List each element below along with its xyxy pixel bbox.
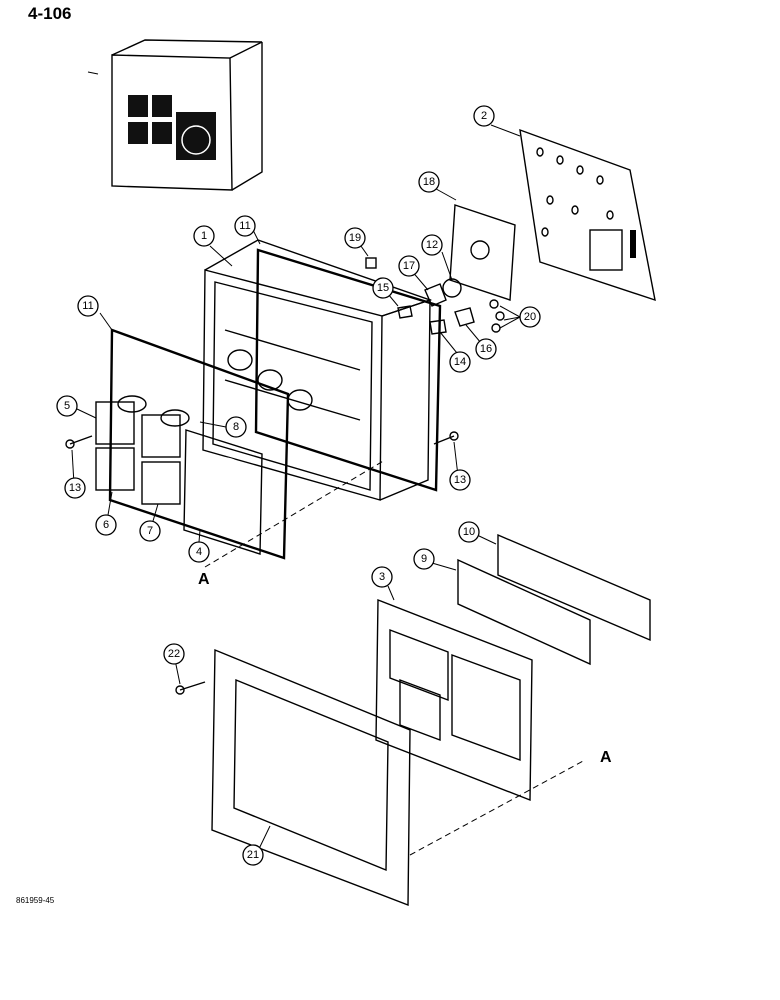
back-panel: [519, 128, 656, 302]
lens-strip: [497, 533, 651, 642]
callout-6: 6: [95, 514, 117, 536]
svg-text:13: 13: [69, 482, 81, 494]
svg-text:5: 5: [64, 400, 70, 412]
svg-text:22: 22: [168, 648, 180, 660]
svg-text:16: 16: [480, 343, 492, 355]
callout-16: 16: [475, 338, 497, 360]
window-frame: [211, 648, 411, 907]
svg-text:20: 20: [524, 311, 536, 323]
callout-10: 10: [458, 521, 480, 543]
svg-text:13: 13: [454, 474, 466, 486]
svg-text:6: 6: [103, 519, 109, 531]
callout-19: 19: [344, 227, 366, 249]
svg-text:14: 14: [454, 356, 466, 368]
callout-13-left: 13: [64, 477, 86, 499]
figure-code: 861959-45: [16, 896, 55, 905]
svg-text:4: 4: [196, 546, 202, 558]
svg-text:18: 18: [423, 176, 435, 188]
small-gauges: [95, 395, 190, 505]
svg-text:15: 15: [377, 282, 389, 294]
svg-text:17: 17: [403, 260, 415, 272]
callout-22: 22: [163, 643, 185, 665]
callout-11-front: 11: [77, 295, 99, 317]
callout-11-rear: 11: [234, 215, 256, 237]
assembled-cluster: [87, 39, 263, 191]
callout-1: 1: [193, 225, 215, 247]
reference-label-upper: A: [198, 571, 210, 588]
callout-8: 8: [225, 416, 247, 438]
callout-17: 17: [398, 255, 420, 277]
svg-text:9: 9: [421, 553, 427, 565]
callout-7: 7: [139, 520, 161, 542]
callout-4: 4: [188, 541, 210, 563]
gauge-digit-3: 3: [233, 490, 240, 505]
gauge-digit-2: 2: [232, 458, 239, 473]
callout-21: 21: [242, 844, 264, 866]
gauge-digit-0: 0: [216, 502, 223, 517]
svg-text:19: 19: [349, 232, 361, 244]
callout-15: 15: [372, 277, 394, 299]
svg-text:3: 3: [379, 571, 385, 583]
svg-text:12: 12: [426, 239, 438, 251]
svg-text:2: 2: [481, 110, 487, 122]
svg-text:7: 7: [147, 525, 153, 537]
gauge-digit-1: 1: [204, 476, 211, 491]
small-parts: [365, 257, 505, 335]
tachometer: 1 2 3 0: [183, 429, 263, 555]
callout-2: 2: [473, 105, 495, 127]
callout-20: 20: [519, 306, 541, 328]
indicator-panel: [457, 558, 591, 666]
bezel-frame: [375, 598, 533, 802]
housing: [202, 239, 433, 501]
callout-14: 14: [449, 351, 471, 373]
callout-13-right: 13: [449, 469, 471, 491]
callout-18: 18: [418, 171, 440, 193]
reference-line-upper: [204, 459, 386, 568]
reference-label-lower: A: [600, 749, 612, 766]
page-number: 4-106: [28, 4, 72, 23]
callout-12: 12: [421, 234, 443, 256]
svg-text:10: 10: [463, 526, 475, 538]
gasket-hole: [470, 240, 490, 260]
callout-5: 5: [56, 395, 78, 417]
svg-text:11: 11: [239, 220, 250, 232]
reference-line-lower: [409, 759, 586, 856]
svg-text:1: 1: [201, 230, 207, 242]
svg-text:8: 8: [233, 421, 239, 433]
callout-9: 9: [413, 548, 435, 570]
gasket: [449, 204, 516, 301]
callout-3: 3: [371, 566, 393, 588]
svg-text:11: 11: [82, 300, 93, 312]
svg-text:21: 21: [247, 849, 259, 861]
seal-rear: [254, 248, 442, 492]
